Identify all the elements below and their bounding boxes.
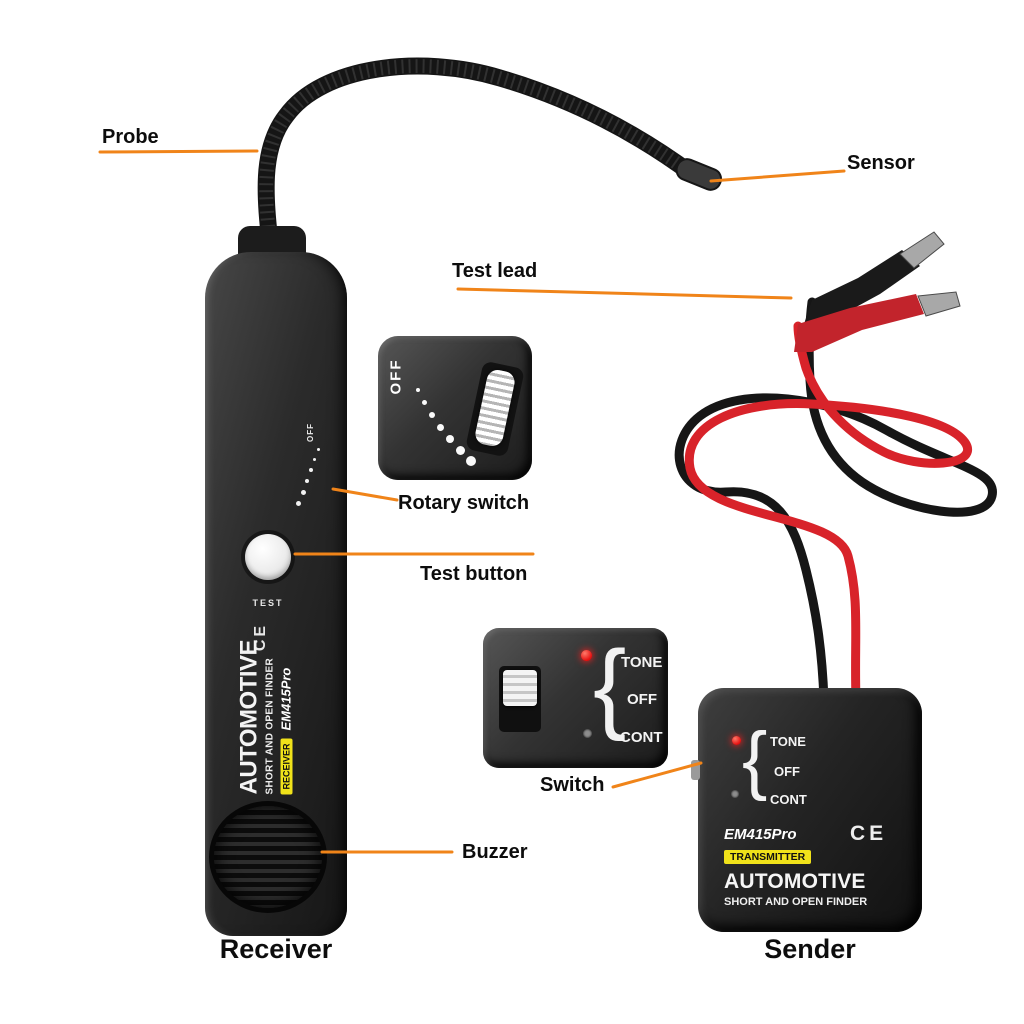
cont-led bbox=[731, 790, 739, 798]
position-tone: TONE bbox=[770, 734, 806, 749]
sender-subtitle: SHORT AND OPEN FINDER bbox=[724, 896, 868, 908]
sender-model: EM415Pro bbox=[724, 826, 797, 843]
rotary-dot bbox=[317, 448, 320, 451]
rotary-dot bbox=[446, 435, 454, 443]
sender-role-badge: TRANSMITTER bbox=[724, 850, 812, 864]
rotary-off-label: OFF bbox=[387, 358, 405, 395]
black-alligator-clip bbox=[802, 231, 945, 330]
switch-brace: { bbox=[593, 630, 627, 742]
rotary-dot bbox=[309, 468, 313, 472]
rotary-dot bbox=[416, 388, 420, 392]
cont-led bbox=[583, 729, 592, 738]
side-nub bbox=[691, 760, 700, 780]
rotary-dot bbox=[422, 400, 427, 405]
position-cont: CONT bbox=[620, 729, 663, 746]
position-tone: TONE bbox=[621, 654, 663, 671]
tone-led bbox=[581, 650, 592, 661]
sender-brand: AUTOMOTIVE bbox=[724, 870, 866, 893]
switch-label: Switch bbox=[540, 774, 605, 796]
test-button-marking: TEST bbox=[252, 598, 284, 608]
sensor-tip bbox=[675, 158, 723, 191]
rotary-dot bbox=[456, 446, 465, 455]
probe-label: Probe bbox=[102, 126, 159, 148]
receiver-brand: AUTOMOTIVE bbox=[235, 639, 263, 795]
rotary-dot bbox=[305, 479, 309, 483]
rotary-dot bbox=[301, 490, 306, 495]
sender-device: { TONE OFF CONT EM415Pro CE TRANSMITTER … bbox=[691, 688, 922, 932]
ce-mark: CE bbox=[850, 822, 888, 845]
test-button-label: Test button bbox=[420, 563, 528, 585]
buzzer-label: Buzzer bbox=[462, 841, 528, 863]
rotary-switch-label: Rotary switch bbox=[398, 492, 530, 514]
rotary-dot bbox=[437, 424, 444, 431]
probe-line bbox=[98, 149, 259, 154]
rotary-dot bbox=[313, 458, 316, 461]
rotary-dot bbox=[429, 412, 435, 418]
test-lead-line bbox=[456, 287, 793, 300]
sensor-line bbox=[709, 169, 846, 183]
receiver-device: OFF TEST CE AUTOMOTIVE SHORT AND OPEN FI… bbox=[205, 252, 347, 936]
receiver-subtitle: SHORT AND OPEN FINDER bbox=[264, 658, 276, 795]
sensor-label: Sensor bbox=[847, 152, 915, 174]
gooseneck-probe bbox=[257, 57, 701, 271]
test-lead-label: Test lead bbox=[452, 260, 538, 282]
receiver-text-block: AUTOMOTIVE SHORT AND OPEN FINDER RECEIVE… bbox=[216, 620, 316, 795]
position-off: OFF bbox=[774, 764, 800, 779]
red-alligator-clip bbox=[794, 291, 961, 352]
red-test-wire bbox=[684, 321, 972, 705]
receiver-role-badge: RECEIVER bbox=[280, 738, 292, 795]
tone-led bbox=[732, 736, 741, 745]
position-off: OFF bbox=[627, 691, 657, 708]
switch-brace: { bbox=[742, 717, 768, 802]
position-cont: CONT bbox=[770, 792, 807, 807]
slide-switch-inset: { TONE OFF CONT bbox=[483, 628, 668, 768]
rotary-dot bbox=[296, 501, 301, 506]
rotary-dot bbox=[466, 456, 476, 466]
rotary-switch-inset: OFF bbox=[378, 336, 532, 480]
receiver-model: EM415Pro bbox=[278, 667, 294, 731]
rotary-off-marking: OFF bbox=[306, 423, 315, 442]
buzzer-grille bbox=[209, 801, 327, 913]
test-button[interactable] bbox=[245, 534, 291, 580]
sender-caption: Sender bbox=[764, 934, 856, 964]
black-test-wire bbox=[674, 297, 997, 705]
slider-switch[interactable] bbox=[503, 670, 537, 706]
receiver-caption: Receiver bbox=[219, 934, 333, 964]
